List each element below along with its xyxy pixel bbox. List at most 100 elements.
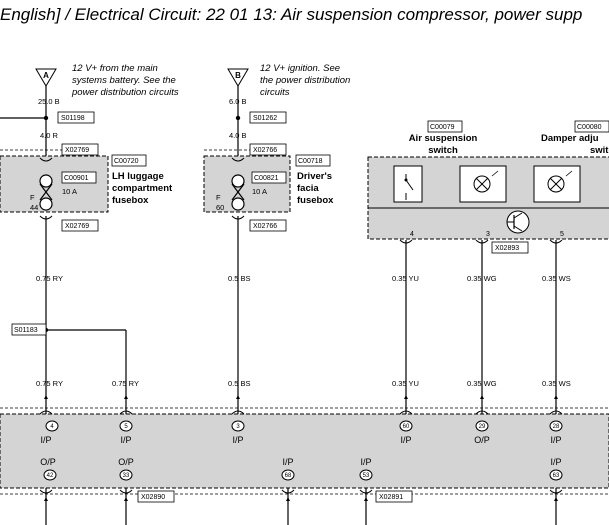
fuse-lh-number: 44 — [30, 203, 38, 212]
supply-b-letter: B — [235, 71, 241, 80]
wire-size-a-feed: 4.0 R — [40, 131, 59, 140]
svg-text:28: 28 — [553, 424, 560, 430]
svg-text:I/P: I/P — [400, 435, 411, 445]
svg-text:29: 29 — [479, 424, 486, 430]
fusebox-lh-name-line3: fusebox — [112, 195, 149, 206]
fuse-c00901: C00901 — [64, 175, 89, 182]
svg-text:O/P: O/P — [474, 435, 490, 445]
svg-text:63: 63 — [553, 473, 560, 479]
wire-size-a2-low: 0.75 RY — [112, 379, 139, 388]
svg-text:42: 42 — [47, 473, 54, 479]
svg-text:I/P: I/P — [550, 435, 561, 445]
switch-damper-name-line2: switch — [590, 145, 609, 156]
wire-size-ws-low: 0.35 WS — [542, 379, 571, 388]
svg-text:O/P: O/P — [118, 457, 134, 467]
svg-text:O/P: O/P — [40, 457, 56, 467]
wires — [0, 86, 557, 525]
splice-s01262: S01262 — [253, 115, 277, 122]
module-pin-53: I/P 53 X02891 — [359, 457, 413, 503]
fuse-drv-amps: 10 A — [252, 187, 267, 196]
switch-air-pin-3: 3 — [486, 231, 490, 238]
wire-size-a-low: 0.75 RY — [36, 379, 63, 388]
svg-text:5: 5 — [124, 424, 128, 430]
module-pin-33: O/P 33 X02890 — [118, 457, 175, 503]
wire-size-b-mid: 0.5 BS — [228, 274, 251, 283]
svg-text:4: 4 — [50, 424, 54, 430]
fusebox-drv-name-line1: Driver's — [297, 171, 332, 182]
svg-text:I/P: I/P — [120, 435, 131, 445]
module-pin-42: O/P 42 — [39, 457, 57, 501]
wire-size-yu-low: 0.35 YU — [392, 379, 419, 388]
supply-a-note-line1: 12 V+ from the main — [72, 63, 158, 74]
connector-x02893: X02893 — [495, 245, 519, 252]
module-pin-63: I/P 63 — [549, 457, 563, 501]
connector-x02891: X02891 — [379, 494, 403, 501]
fuse-lh-amps: 10 A — [62, 187, 77, 196]
svg-text:I/P: I/P — [40, 435, 51, 445]
fusebox-drivers-facia: X02766 C00718 C00821 10 A F 60 Driver's … — [203, 143, 334, 232]
fuse-drv-number: 60 — [216, 203, 224, 212]
fusebox-lh-name-line2: compartment — [112, 183, 173, 194]
connector-x02769-top: X02769 — [65, 147, 89, 154]
fusebox-lh-luggage: X02769 C00720 C00901 10 A F 44 LH luggag… — [0, 143, 173, 232]
supply-b: B 12 V+ ignition. See the power distribu… — [227, 63, 350, 106]
connector-x02766-bottom: X02766 — [253, 223, 277, 230]
module-pin-4: 4 I/P — [39, 395, 59, 445]
connector-x02890: X02890 — [141, 494, 165, 501]
fuse-lh-letter: F — [30, 193, 35, 202]
fusebox-drv-name-line2: facia — [297, 183, 319, 194]
supply-b-note-line2: the power distribution — [260, 75, 350, 86]
page-title: English] / Electrical Circuit: 22 01 13:… — [0, 5, 583, 24]
switch-damper-code: C00080 — [577, 124, 602, 131]
svg-text:3: 3 — [236, 424, 240, 430]
svg-text:I/P: I/P — [232, 435, 243, 445]
splice-labels: S01198 S01262 S01183 — [11, 111, 287, 336]
supply-b-note-line1: 12 V+ ignition. See — [260, 63, 340, 74]
switch-air-name-line2: switch — [428, 145, 458, 156]
module-pin-68: I/P 68 — [281, 457, 295, 501]
switch-air-pin-5: 5 — [560, 231, 564, 238]
svg-text:33: 33 — [123, 473, 130, 479]
supply-a: A 12 V+ from the main systems battery. S… — [35, 63, 179, 106]
svg-text:I/P: I/P — [550, 457, 561, 467]
connector-x02769-bottom: X02769 — [65, 223, 89, 230]
supply-a-note-line2: systems battery. See the — [72, 75, 176, 86]
svg-text:68: 68 — [285, 473, 292, 479]
wire-size-wg-top: 0.35 WG — [467, 274, 497, 283]
wire-size-yu-top: 0.35 YU — [392, 274, 419, 283]
module-pin-28: 28 I/P — [549, 395, 563, 445]
switch-air-code: C00079 — [430, 124, 455, 131]
svg-text:60: 60 — [403, 424, 410, 430]
fuse-c00821: C00821 — [254, 175, 279, 182]
module-pin-5: 5 I/P — [119, 395, 133, 445]
module-pin-60: 60 I/P — [399, 395, 413, 445]
switch-damper-name-line1: Damper adju — [541, 133, 599, 144]
supply-a-note-line3: power distribution circuits — [71, 87, 179, 98]
fusebox-lh-name-line1: LH luggage — [112, 171, 164, 182]
splice-s01183: S01183 — [14, 327, 38, 334]
wire-size-labels: 4.0 R 4.0 B 0.75 RY 0.5 BS 0.35 YU 0.35 … — [36, 131, 571, 388]
svg-text:I/P: I/P — [282, 457, 293, 467]
wire-size-b-low: 0.5 BS — [228, 379, 251, 388]
fuse-drv-letter: F — [216, 193, 221, 202]
switch-air-pin-4: 4 — [410, 231, 414, 238]
module-pin-3: 3 I/P — [231, 395, 245, 445]
splice-s01198: S01198 — [61, 115, 85, 122]
supply-a-wire-size: 25.0 B — [38, 97, 60, 106]
switch-air-name-line1: Air suspension — [409, 133, 478, 144]
fusebox-drv-code: C00718 — [298, 158, 323, 165]
control-module: 4 I/P 5 I/P 3 I/P 60 I/P 29 — [0, 395, 609, 503]
fusebox-lh-code: C00720 — [114, 158, 139, 165]
connector-x02766-top: X02766 — [253, 147, 277, 154]
svg-text:I/P: I/P — [360, 457, 371, 467]
svg-text:53: 53 — [363, 473, 370, 479]
wire-size-wg-low: 0.35 WG — [467, 379, 497, 388]
fusebox-drv-name-line3: fusebox — [297, 195, 334, 206]
switch-air-suspension: C00079 Air suspension switch 4 3 5 — [367, 120, 609, 254]
wire-size-b-feed: 4.0 B — [229, 131, 247, 140]
supply-a-letter: A — [43, 71, 49, 80]
wire-size-ws-top: 0.35 WS — [542, 274, 571, 283]
supply-b-note-line3: circuits — [260, 87, 290, 98]
switch-damper: C00080 Damper adju switch — [541, 120, 609, 156]
